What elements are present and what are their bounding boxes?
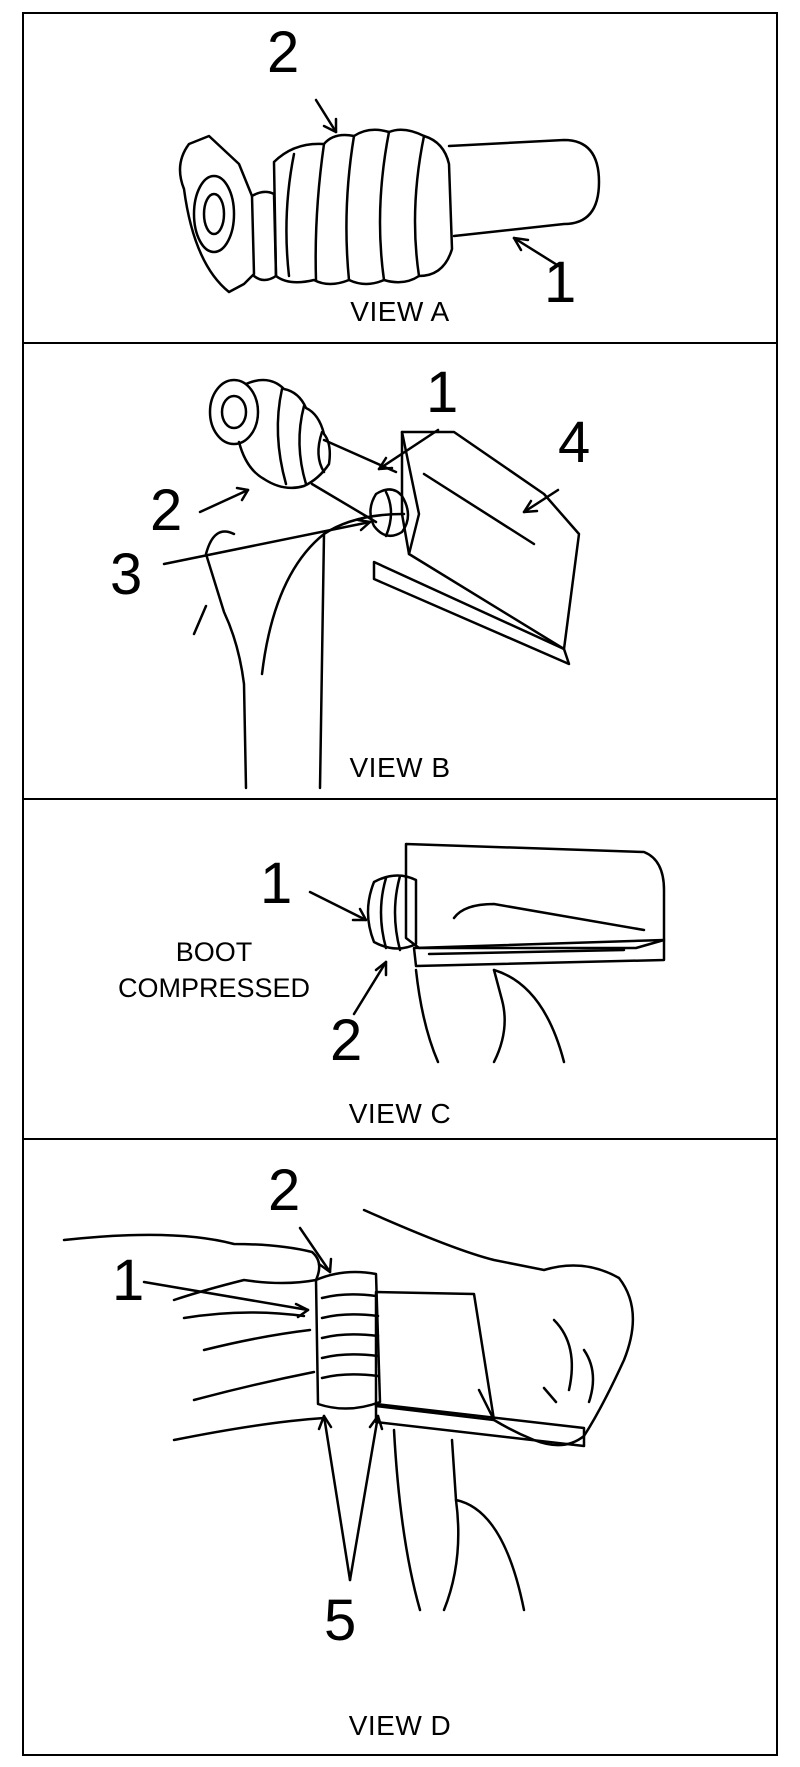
- panel-divider: [24, 342, 776, 344]
- leader-c1: [308, 890, 368, 922]
- callout-2: 2: [267, 20, 300, 85]
- leader-2: [314, 98, 338, 134]
- flange-bore: [192, 174, 236, 254]
- leader-b2: [198, 488, 250, 514]
- boot-outline: [272, 128, 454, 286]
- view-label-d: VIEW D: [348, 1710, 452, 1741]
- stud-end: [208, 378, 260, 446]
- callout-1: 1: [112, 1248, 145, 1313]
- callout-1: 1: [260, 851, 293, 916]
- panel-divider: [24, 1138, 776, 1140]
- flange-shape: [178, 134, 256, 294]
- compressed-boot: [366, 874, 418, 950]
- block-part-4: [400, 430, 581, 651]
- callout-2: 2: [330, 1008, 363, 1073]
- shaft-b: [310, 438, 398, 524]
- panel-view-d: 2 1 5 VIEW D: [24, 1140, 776, 1754]
- leader-d5b: [348, 1414, 380, 1582]
- callout-2: 2: [268, 1158, 301, 1223]
- panel-view-c: 1 2 BOOT COMPRESSED VIEW C: [24, 800, 776, 1138]
- leader-d1: [142, 1280, 310, 1312]
- block-d: [374, 1290, 496, 1422]
- callout-2: 2: [150, 478, 183, 543]
- panel-view-a: 2 1 VIEW A: [24, 14, 776, 342]
- seal-part-3: [369, 488, 410, 538]
- leader-b3: [162, 520, 372, 566]
- left-hand: [62, 1233, 321, 1302]
- figure-frame: 2 1 VIEW A: [22, 12, 778, 1756]
- leader-d2: [298, 1226, 332, 1274]
- leader-b1: [377, 428, 440, 471]
- boot-compressed-note: BOOT COMPRESSED: [64, 934, 364, 1006]
- note-line-2: COMPRESSED: [117, 973, 311, 1003]
- view-d-drawing: [62, 1208, 635, 1612]
- leader-1: [512, 236, 564, 270]
- callout-3: 3: [110, 542, 143, 607]
- panel-divider: [24, 798, 776, 800]
- note-line-1: BOOT: [175, 937, 253, 967]
- panel-view-b: 1 4 2 3 VIEW B: [24, 344, 776, 798]
- leader-d5a: [322, 1414, 352, 1582]
- callout-5: 5: [324, 1588, 357, 1653]
- view-c-drawing: [308, 842, 666, 1064]
- arm-body: [204, 530, 248, 790]
- view-label-a: VIEW A: [350, 296, 450, 327]
- boot-d: [314, 1270, 382, 1410]
- leader-c2: [352, 960, 388, 1016]
- callout-1: 1: [544, 250, 577, 315]
- leader-b4: [522, 488, 560, 514]
- callout-4: 4: [558, 410, 591, 475]
- callout-1: 1: [426, 360, 459, 425]
- boot-b: [237, 378, 332, 490]
- view-label-c: VIEW C: [348, 1098, 452, 1129]
- view-a-drawing: [178, 98, 601, 294]
- block-c: [404, 842, 666, 950]
- view-b-drawing: [162, 378, 581, 790]
- shaft-shape: [447, 138, 601, 238]
- view-label-b: VIEW B: [349, 752, 451, 783]
